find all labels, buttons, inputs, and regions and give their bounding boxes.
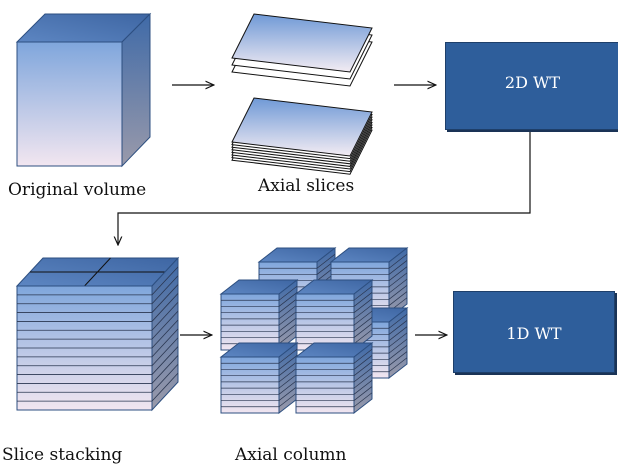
- axial-slices-upper: [231, 13, 373, 87]
- stack-slice-line: [151, 310, 179, 340]
- column-block-line: [278, 361, 298, 376]
- arrow-2dwt-to-stack: [118, 130, 531, 245]
- column-block-line: [278, 285, 298, 301]
- column-block-line: [388, 313, 408, 329]
- stack-slice-line: [151, 319, 179, 349]
- column-block-line: [353, 285, 373, 301]
- slice-stacking-caption: Slice stacking: [2, 445, 123, 465]
- 2d-wt-box: 2D WT: [445, 42, 618, 130]
- column-block-line: [353, 292, 373, 307]
- column-block-line: [278, 380, 298, 395]
- column-block-line: [388, 332, 408, 348]
- stack-slice-line: [151, 337, 179, 366]
- column-block-line: [353, 323, 373, 338]
- stack-slice-line: [151, 328, 179, 358]
- column-block-line: [278, 355, 298, 370]
- axial-column-blocks: [219, 246, 409, 415]
- slice-stacking-block: [15, 256, 180, 412]
- column-block-line: [278, 310, 298, 326]
- column-block-line: [316, 253, 336, 269]
- column-block-line: [388, 272, 408, 288]
- column-block-line: [353, 310, 373, 326]
- column-block-line: [278, 317, 298, 332]
- axial-slices-lower: [231, 97, 373, 175]
- original-volume-cube: [15, 12, 152, 168]
- column-block-line: [353, 348, 373, 364]
- column-block-line: [353, 392, 373, 408]
- stack-slice-line: [151, 364, 179, 393]
- column-block-line: [353, 380, 373, 395]
- column-block-line: [388, 278, 408, 294]
- column-block-line: [278, 386, 298, 401]
- column-block-line: [388, 326, 408, 341]
- column-block-line: [388, 357, 408, 373]
- column-block-line: [278, 373, 298, 389]
- column-block-line: [388, 320, 408, 335]
- 1d-wt-box: 1D WT: [453, 291, 615, 373]
- column-block-front-right: [294, 278, 374, 352]
- stack-slice-line: [151, 284, 179, 313]
- column-block-line: [388, 345, 408, 360]
- 2d-wt-label: 2D WT: [504, 73, 561, 92]
- column-block-line: [353, 361, 373, 376]
- column-block-front-left: [219, 278, 299, 352]
- column-block-line: [353, 355, 373, 370]
- column-block-line: [388, 285, 408, 300]
- cube-front-face: [16, 41, 123, 167]
- stack-slice-line: [151, 302, 179, 331]
- stack-slice-line: [151, 293, 179, 322]
- column-block-front: [295, 356, 355, 414]
- column-block-front-right-lower: [294, 341, 374, 415]
- column-block-line: [353, 317, 373, 332]
- column-block-line: [278, 392, 298, 408]
- column-block-line: [278, 298, 298, 313]
- column-block-line: [353, 386, 373, 401]
- column-block-line: [353, 367, 373, 383]
- column-block-line: [353, 298, 373, 313]
- column-block-line: [388, 351, 408, 366]
- stack-slice-line: [151, 372, 179, 402]
- column-block-line: [278, 292, 298, 307]
- column-block-line: [388, 291, 408, 306]
- column-block-line: [278, 329, 298, 345]
- axial-column-caption: Axial column: [235, 445, 347, 465]
- column-block-front: [220, 293, 280, 351]
- column-block-line: [388, 253, 408, 269]
- original-volume-caption: Original volume: [8, 180, 147, 200]
- column-block-line: [278, 323, 298, 338]
- column-block-line: [278, 348, 298, 364]
- stack-slice-line: [151, 346, 179, 375]
- stack-slice-line: [151, 266, 179, 296]
- column-block-line: [353, 304, 373, 320]
- axial-slices-caption: Axial slices: [258, 176, 355, 196]
- stack-slice-line: [151, 355, 179, 384]
- column-block-line: [278, 304, 298, 320]
- 1d-wt-label: 1D WT: [506, 324, 562, 343]
- column-block-line: [278, 367, 298, 383]
- column-block-front-left-lower: [219, 341, 299, 415]
- column-block-line: [353, 373, 373, 389]
- column-block-line: [388, 260, 408, 275]
- column-block-line: [353, 329, 373, 345]
- axial-slice-sheet: [231, 97, 373, 157]
- axial-slice-sheet: [231, 13, 373, 73]
- column-block-front: [295, 293, 355, 351]
- column-block-line: [388, 338, 408, 354]
- column-block-line: [388, 266, 408, 281]
- stack-slice-line: [151, 275, 179, 304]
- column-block-front: [220, 356, 280, 414]
